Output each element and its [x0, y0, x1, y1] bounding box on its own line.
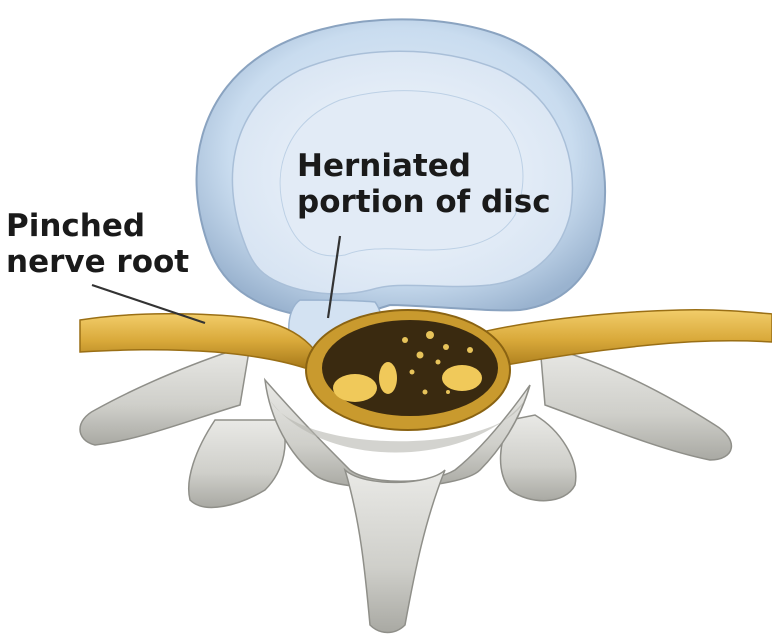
- spinal-cord: [306, 310, 510, 430]
- left-facet: [189, 420, 285, 507]
- pinched-nerve-label-line-1: Pinched: [6, 208, 189, 244]
- pinched-nerve-label-line-2: nerve root: [6, 244, 189, 280]
- spinous-process: [345, 470, 445, 633]
- herniated-disc-label-line-1: Herniated: [297, 148, 551, 184]
- right-transverse-process: [540, 345, 731, 460]
- herniated-disc-label: Herniated portion of disc: [297, 148, 551, 220]
- pinched-nerve-label: Pinched nerve root: [6, 208, 189, 280]
- herniated-disc-label-line-2: portion of disc: [297, 184, 551, 220]
